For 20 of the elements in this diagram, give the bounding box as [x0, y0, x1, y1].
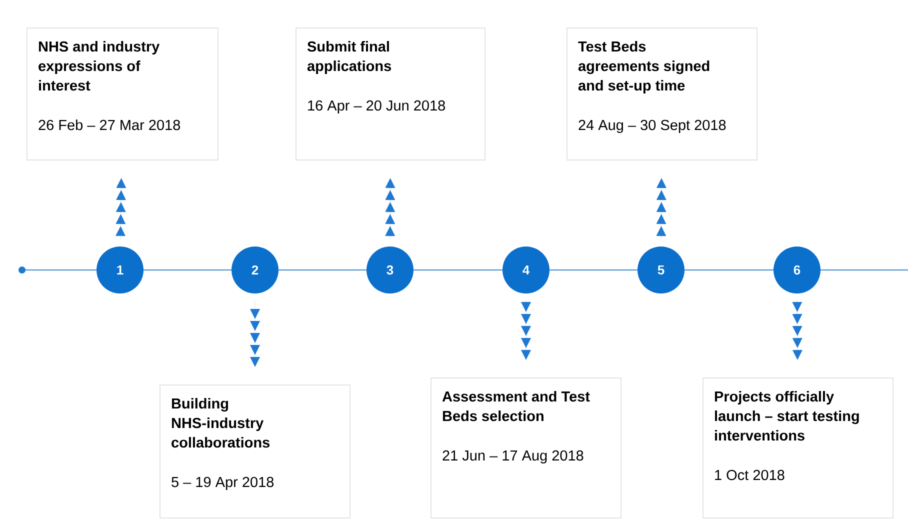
timeline-line: [144, 269, 232, 271]
timeline-box: Submit final applications 16 Apr – 20 Jun 2018: [296, 28, 486, 160]
timeline-line: [550, 269, 638, 271]
timeline-box: Projects officially launch – start testing interventions 1 Oct 2018: [702, 378, 894, 518]
timeline-line: [414, 269, 502, 271]
timeline-line: [684, 269, 774, 271]
start-dot: [18, 266, 26, 274]
chevron-arrow: [656, 178, 666, 240]
chevron-arrow: [116, 178, 126, 240]
chevron-arrow: [792, 300, 802, 360]
timeline-line: [26, 269, 96, 271]
chevron-arrow: [521, 300, 531, 360]
timeline-box: Test Beds agreements signed and set-up time 24 Aug – 30 Sept 2018: [566, 28, 758, 160]
timeline-line: [278, 269, 366, 271]
timeline-box: Assessment and Test Beds selection 21 Jun – 17 Aug 2018: [430, 378, 622, 518]
chevron-arrow: [385, 178, 396, 240]
timeline-line: [820, 269, 908, 271]
timeline-box: Building NHS-industry collaborations 5 – 19 Apr 2018: [160, 384, 350, 518]
timeline-box: NHS and industry expressions of interest 26 Feb – 27 Mar 2018: [26, 28, 218, 160]
chevron-arrow: [250, 300, 260, 367]
